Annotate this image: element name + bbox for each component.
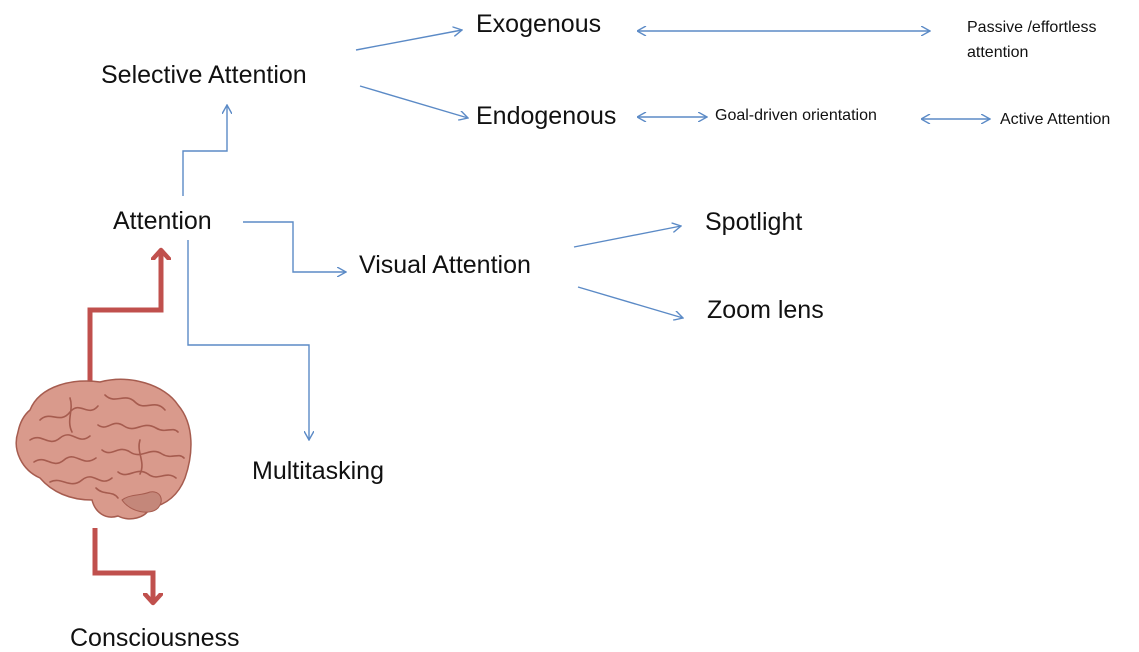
node-spotlight: Spotlight [705, 208, 803, 236]
node-goal-driven: Goal-driven orientation [715, 107, 877, 124]
arrow-attention-to-visual [243, 221, 346, 272]
node-selective-attention: Selective Attention [101, 61, 307, 89]
arrow-visual-to-spotlight [573, 226, 681, 248]
arrow-selective-to-endogenous [359, 85, 468, 118]
node-visual-attention: Visual Attention [359, 251, 531, 279]
node-consciousness: Consciousness [70, 624, 240, 652]
node-attention: Attention [113, 207, 212, 235]
brain-icon [15, 378, 192, 520]
arrow-visual-to-zoom [577, 286, 683, 318]
node-exogenous: Exogenous [476, 10, 602, 38]
node-endogenous: Endogenous [476, 102, 617, 130]
arrow-brain-to-attention [87, 250, 161, 385]
arrow-attention-to-multitasking [187, 240, 309, 440]
node-active-attention: Active Attention [1000, 111, 1111, 128]
node-passive-line2: attention [967, 44, 1029, 61]
node-multitasking: Multitasking [252, 457, 384, 485]
arrow-brain-to-consciousness [92, 528, 153, 603]
arrow-selective-to-exogenous [355, 30, 462, 51]
node-zoom-lens: Zoom lens [707, 296, 824, 324]
arrow-attention-to-selective [182, 105, 227, 196]
node-passive-line1: Passive /effortless [967, 19, 1097, 36]
